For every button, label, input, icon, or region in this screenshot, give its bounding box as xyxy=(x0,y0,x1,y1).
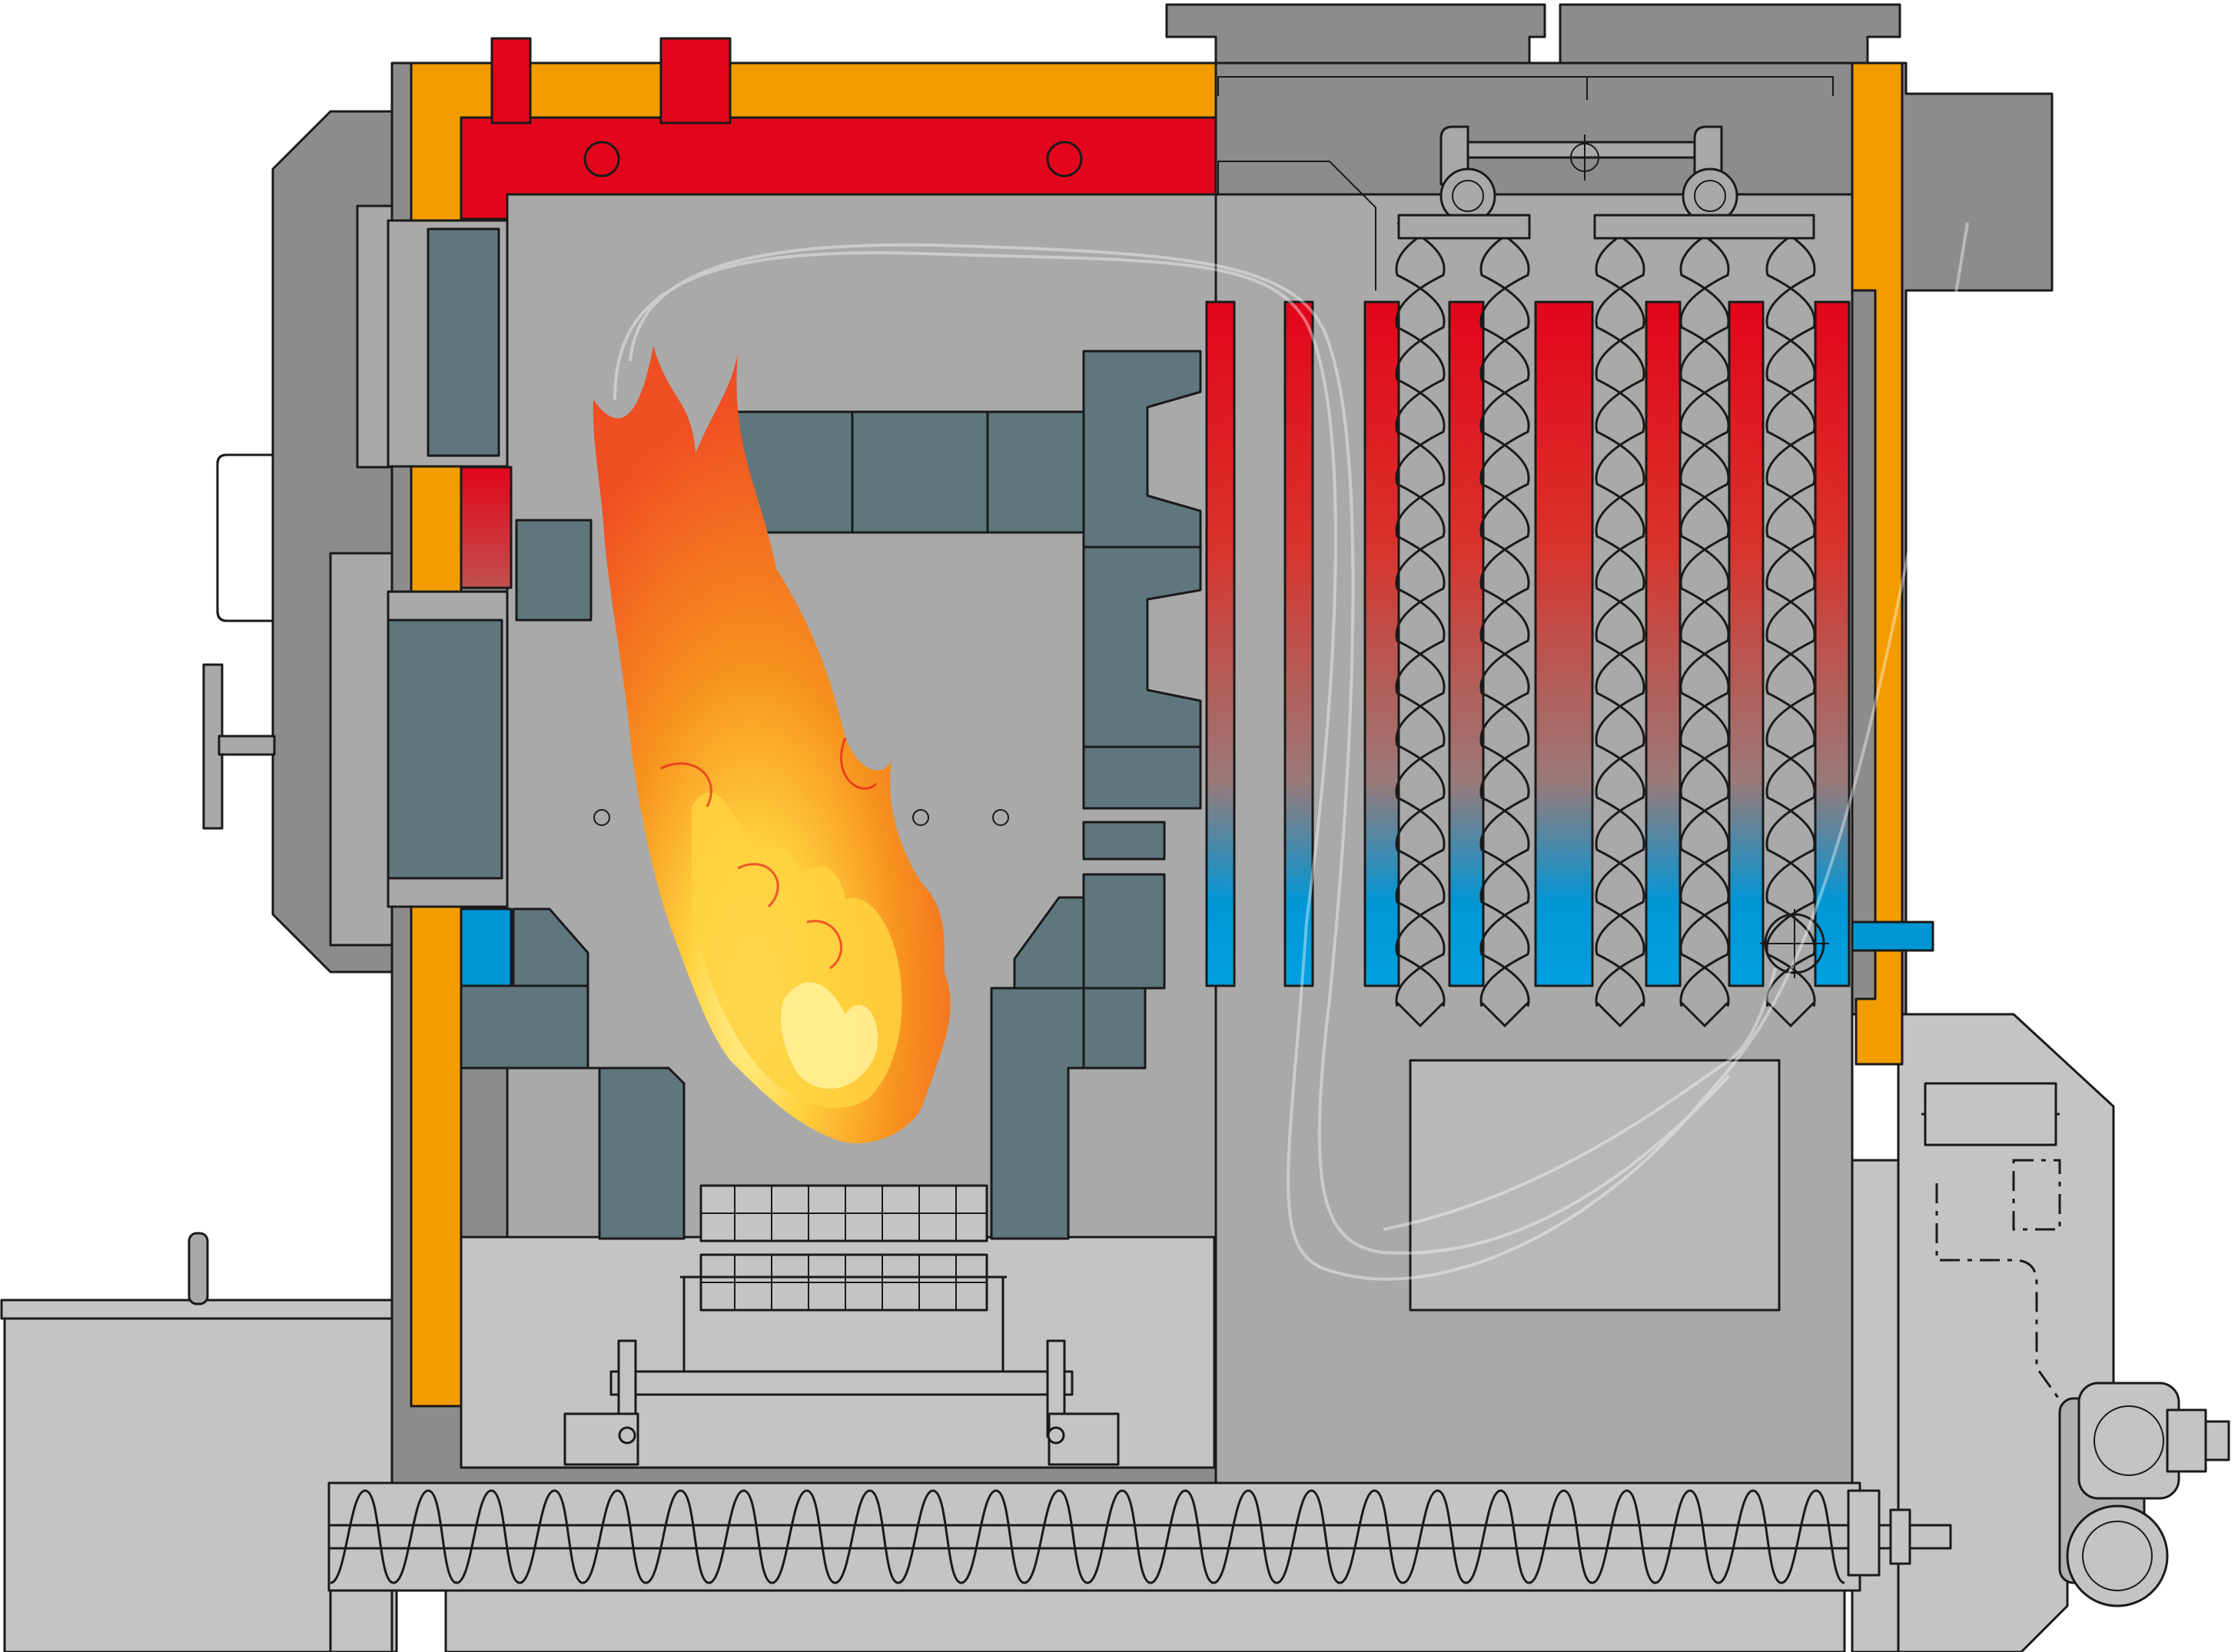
exchanger-tube xyxy=(1283,300,1314,987)
header-sensor-2 xyxy=(1046,141,1083,177)
door-latch-pin xyxy=(217,735,276,756)
turbulator-wire xyxy=(1765,221,1816,1007)
exchanger-tube xyxy=(1728,300,1765,987)
header-sensor-1 xyxy=(583,141,620,177)
turbulator-wire xyxy=(1595,221,1645,1007)
lift-bar-right xyxy=(1593,214,1815,240)
gear-motor-icon xyxy=(2058,1382,2230,1607)
top-cover-right xyxy=(1559,3,1901,65)
hot-water-outlet-2 xyxy=(659,37,732,124)
turbulators xyxy=(1395,221,1816,1028)
insulation-right xyxy=(1851,61,1904,1066)
refractory-block xyxy=(1082,873,1166,990)
turbulator-wire xyxy=(1395,221,1446,1007)
flame-core xyxy=(781,982,878,1089)
exchanger-tube xyxy=(1448,300,1485,987)
drive-unit xyxy=(1851,1013,2230,1652)
grate-wheel-left xyxy=(618,1426,636,1445)
turbulator-spring xyxy=(1595,221,1645,1028)
top-cover-inner-line xyxy=(1217,76,1834,100)
turbulator-spring xyxy=(1395,221,1446,1028)
door-refractory-lower xyxy=(387,619,503,880)
door-lower-frame xyxy=(329,552,393,947)
flame-icon xyxy=(593,346,951,1143)
exchanger-tube xyxy=(1814,300,1851,987)
refractory-block xyxy=(460,984,686,1240)
grate-wheel-right xyxy=(1047,1426,1065,1445)
water-jacket-cold xyxy=(460,907,513,987)
turbulator-wire xyxy=(1479,221,1530,1007)
exchanger-tube xyxy=(1363,300,1400,987)
turbulator-spring xyxy=(1679,221,1730,1028)
refractory-block xyxy=(1082,821,1166,861)
turbulator-wire xyxy=(1479,221,1530,1007)
burner-grate xyxy=(563,1184,1120,1466)
grate-shaft xyxy=(609,1370,1074,1396)
grate-frame xyxy=(680,1275,1007,1383)
hopper-handle xyxy=(188,1232,209,1305)
boiler-door xyxy=(202,110,509,974)
lift-arm xyxy=(1451,141,1704,159)
turbulator-wire xyxy=(1765,221,1816,1007)
heat-exchanger-tubes xyxy=(1205,300,1851,987)
lift-bar-left xyxy=(1397,214,1531,240)
turbulator-wire xyxy=(1595,221,1645,1007)
ash-drawer xyxy=(1409,1059,1781,1312)
turbulator-tip xyxy=(1680,1001,1729,1028)
door-refractory-upper xyxy=(427,227,500,457)
turbulator-tip xyxy=(1396,1001,1445,1028)
return-valve xyxy=(1760,909,1829,978)
turbulator-tip xyxy=(1595,1001,1645,1028)
refractory-block xyxy=(512,907,589,987)
turbulator-tip xyxy=(1766,1001,1815,1028)
refractory-block xyxy=(986,410,1085,534)
cold-water-return-pipe xyxy=(1851,921,1934,952)
door-upper-frame xyxy=(356,204,393,469)
flame-curl xyxy=(660,737,878,970)
refractory-block xyxy=(1082,987,1147,1070)
turbulator-lift-mechanism xyxy=(1397,125,1815,240)
auger-bearing xyxy=(1847,1489,1881,1577)
turbulator-tip xyxy=(1480,1001,1529,1028)
top-cover-left xyxy=(1165,3,1546,65)
auger-collar xyxy=(1889,1508,1911,1565)
auger-spiral xyxy=(330,1489,1845,1584)
refractory-block xyxy=(1082,745,1202,810)
drive-hidden-box xyxy=(2012,1159,2061,1231)
hot-water-outlet-1 xyxy=(490,37,532,124)
turbulator-wire xyxy=(1395,221,1446,1007)
turbulator-spring xyxy=(1479,221,1530,1028)
feed-auger xyxy=(327,1481,1952,1592)
turbulator-spring xyxy=(1765,221,1816,1028)
exchanger-tube xyxy=(1645,300,1682,987)
water-jacket-warm xyxy=(460,466,513,589)
baffle-line xyxy=(1217,161,1376,290)
turbulator-wire xyxy=(1679,221,1730,1007)
refractory-block xyxy=(851,410,989,534)
top-cover xyxy=(1165,3,1901,100)
base-lower-plate xyxy=(444,1589,1846,1652)
refractory-block xyxy=(515,519,593,622)
drive-shaft-cap xyxy=(1924,1082,2057,1146)
grate-lines xyxy=(701,1186,987,1310)
door-handle-inner xyxy=(216,453,273,622)
turbulator-wire xyxy=(1679,221,1730,1007)
auger-shaft xyxy=(327,1524,1952,1550)
exchanger-tube xyxy=(1534,300,1594,987)
fuel-hopper xyxy=(0,1232,403,1652)
flue-gas-streaks xyxy=(613,222,1969,1281)
exchanger-tube xyxy=(1205,300,1236,987)
door-handle xyxy=(216,453,273,622)
